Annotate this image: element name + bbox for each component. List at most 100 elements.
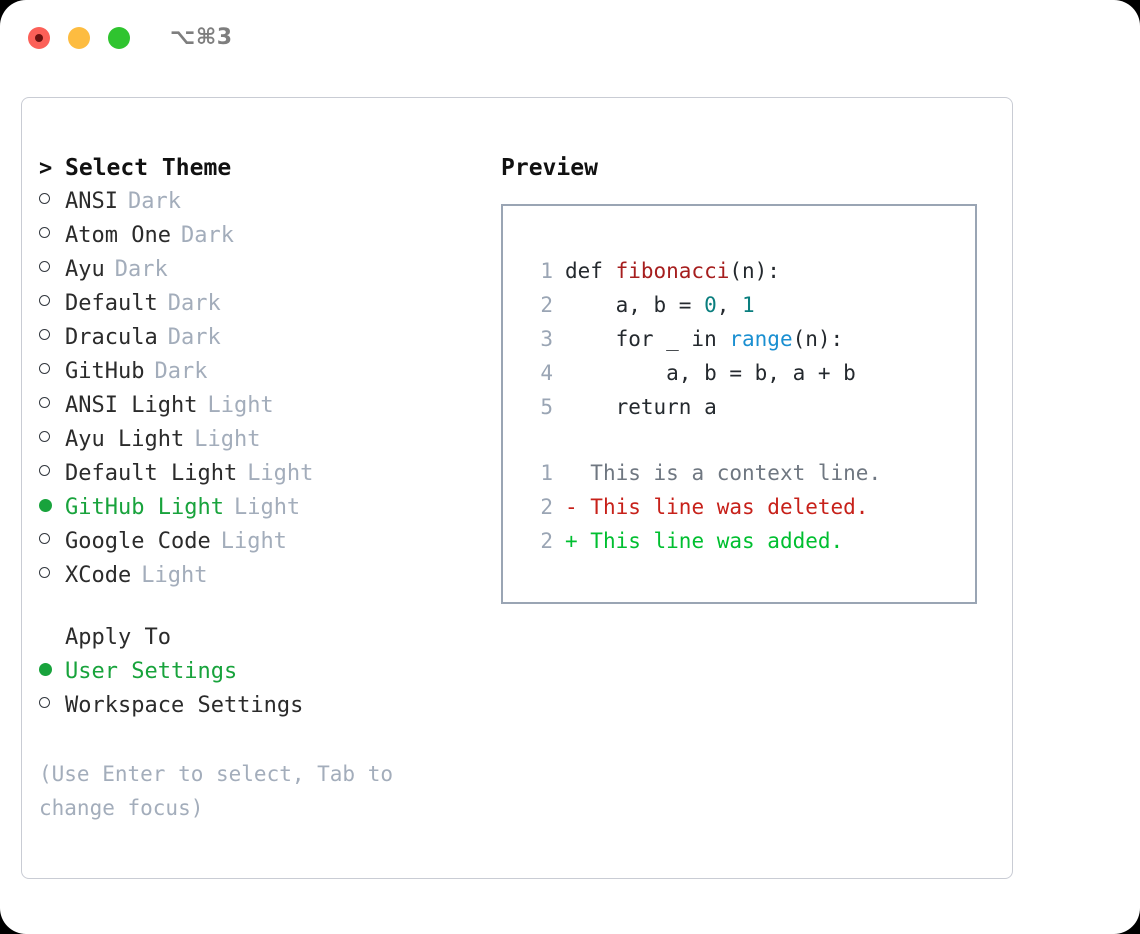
code-token-call: range bbox=[729, 327, 793, 351]
diff-sign bbox=[565, 461, 590, 485]
theme-option-github[interactable]: GitHub Dark bbox=[39, 355, 479, 389]
window-title: ⌥⌘3 bbox=[170, 25, 233, 50]
minimize-button[interactable] bbox=[68, 27, 90, 49]
theme-option-badge: Light bbox=[141, 563, 208, 588]
theme-picker-heading-row: > Select Theme bbox=[39, 151, 479, 185]
theme-option-badge: Dark bbox=[114, 257, 168, 282]
preview-box: 1 def fibonacci(n):2 a, b = 0, 1 3 for _ i… bbox=[501, 204, 977, 604]
code-token-plain: a, b = bbox=[565, 293, 705, 317]
radio-shape bbox=[39, 663, 52, 676]
theme-option-label: Atom One bbox=[65, 223, 171, 248]
title-bar: ⌥⌘3 bbox=[0, 0, 1140, 76]
radio-shape bbox=[39, 465, 50, 476]
theme-option-badge: Dark bbox=[180, 223, 234, 248]
theme-option-dracula[interactable]: Dracula Dark bbox=[39, 321, 479, 355]
diff-line-text: This is a context line. bbox=[565, 456, 881, 490]
apply-to-option-label: Workspace Settings bbox=[65, 693, 304, 718]
section-spacer bbox=[39, 593, 479, 621]
diff-line-text: - This line was deleted. bbox=[565, 490, 868, 524]
preview-panel: Preview 1 def fibonacci(n):2 a, b = 0, 1 3… bbox=[501, 151, 991, 604]
theme-option-label: GitHub bbox=[65, 359, 145, 384]
code-line: 1 def fibonacci(n): bbox=[523, 254, 975, 288]
apply-to-option-workspace-settings[interactable]: Workspace Settings bbox=[39, 689, 479, 723]
radio-shape bbox=[39, 363, 50, 374]
theme-option-badge: Light bbox=[220, 529, 287, 554]
code-token-plain: return a bbox=[565, 395, 717, 419]
apply-to-option-user-settings[interactable]: User Settings bbox=[39, 655, 479, 689]
theme-option-label: Default bbox=[65, 291, 158, 316]
theme-option-label: GitHub Light bbox=[65, 495, 224, 520]
radio-shape bbox=[39, 329, 50, 340]
theme-option-ayu[interactable]: Ayu Dark bbox=[39, 253, 479, 287]
diff-line-text: + This line was added. bbox=[565, 524, 843, 558]
radio-shape bbox=[39, 431, 50, 442]
code-line-number: 2 bbox=[540, 293, 553, 317]
radio-shape bbox=[39, 227, 50, 238]
code-line-text: a, b = b, a + b bbox=[565, 356, 856, 390]
diff-line-number: 2 bbox=[540, 529, 553, 553]
theme-option-label: Dracula bbox=[65, 325, 158, 350]
code-line-text: return a bbox=[565, 390, 717, 424]
close-button[interactable] bbox=[28, 27, 50, 49]
theme-option-ansi[interactable]: ANSI Dark bbox=[39, 185, 479, 219]
diff-text: This line was added. bbox=[590, 529, 844, 553]
code-line-number: 3 bbox=[540, 327, 553, 351]
radio-shape bbox=[39, 261, 50, 272]
code-token-plain: (n): bbox=[729, 259, 780, 283]
radio-shape bbox=[39, 193, 50, 204]
diff-line-number: 2 bbox=[540, 495, 553, 519]
theme-option-badge: Light bbox=[207, 393, 274, 418]
radio-shape bbox=[39, 533, 50, 544]
theme-option-label: Ayu bbox=[65, 257, 105, 282]
diff-line-number: 1 bbox=[540, 461, 553, 485]
hint-spacer bbox=[39, 723, 479, 757]
code-token-plain: , bbox=[716, 293, 743, 317]
maximize-button[interactable] bbox=[108, 27, 130, 49]
preview-title: Preview bbox=[501, 155, 598, 181]
diff-line-deleted: 2 - This line was deleted. bbox=[523, 490, 975, 524]
theme-option-badge: Light bbox=[194, 427, 261, 452]
code-token-func: fibonacci bbox=[615, 259, 730, 283]
code-line-number: 5 bbox=[540, 395, 553, 419]
radio-shape bbox=[39, 499, 52, 512]
diff-sign: + bbox=[565, 529, 591, 553]
code-token-plain: (n): bbox=[792, 327, 844, 351]
code-token-plain: a, b = b, a + b bbox=[565, 361, 856, 385]
theme-option-label: ANSI bbox=[65, 189, 118, 214]
theme-option-atom-one[interactable]: Atom One Dark bbox=[39, 219, 479, 253]
code-line-text: def fibonacci(n): bbox=[565, 254, 780, 288]
code-diff-spacer bbox=[523, 424, 975, 456]
theme-option-badge: Dark bbox=[127, 189, 181, 214]
theme-option-ansi-light[interactable]: ANSI Light Light bbox=[39, 389, 479, 423]
diff-line-context: 1 This is a context line. bbox=[523, 456, 975, 490]
theme-option-badge: Light bbox=[247, 461, 314, 486]
theme-option-badge: Dark bbox=[167, 325, 221, 350]
theme-option-label: Google Code bbox=[65, 529, 211, 554]
traffic-lights bbox=[28, 27, 130, 49]
code-line: 4 a, b = b, a + b bbox=[523, 356, 975, 390]
code-token-num: 1 bbox=[742, 293, 755, 317]
radio-shape bbox=[39, 295, 50, 306]
radio-shape bbox=[39, 567, 50, 578]
theme-option-label: ANSI Light bbox=[65, 393, 198, 418]
apply-to-heading: Apply To bbox=[65, 625, 171, 650]
theme-option-google-code[interactable]: Google Code Light bbox=[39, 525, 479, 559]
diff-text: This is a context line. bbox=[590, 461, 882, 485]
code-line: 2 a, b = 0, 1 bbox=[523, 288, 975, 322]
code-line-number: 4 bbox=[540, 361, 553, 385]
code-token-plain: for _ in bbox=[565, 327, 730, 351]
apply-to-option-label: User Settings bbox=[65, 659, 238, 684]
code-line-number: 1 bbox=[540, 259, 553, 283]
page-title: Select Theme bbox=[65, 155, 232, 181]
theme-option-badge: Dark bbox=[154, 359, 208, 384]
